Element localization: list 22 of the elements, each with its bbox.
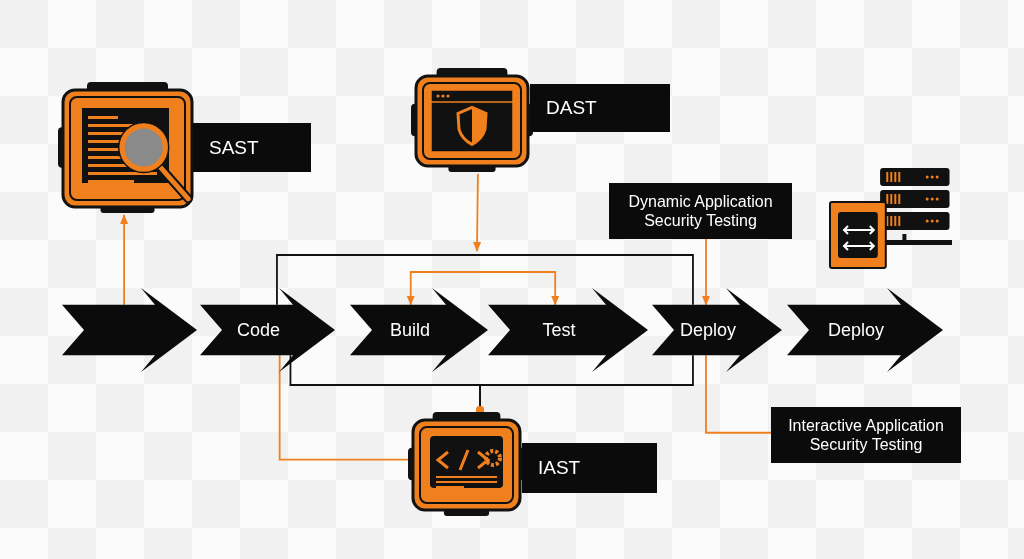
label-panel [771,407,961,463]
stage-label: Deploy [828,319,884,341]
connector-line [406,271,560,306]
connector-line [476,354,694,415]
stage-label: Build [390,319,430,341]
label-panel [522,443,657,493]
stage-label: Deploy [680,319,736,341]
connector-line [473,173,482,252]
connector-line [120,214,129,306]
tool-name: DAST [545,97,597,119]
tool-name: IAST [537,457,581,479]
connector-line [702,238,710,306]
stage-label: Test [542,319,576,341]
label-panel [609,183,792,239]
connector-line [705,354,772,434]
stage-label: Code [237,319,280,341]
label-panel [193,123,311,172]
tool-description: Dynamic Application Security Testing [627,192,774,230]
label-panel [530,84,670,132]
tool-name: SAST [208,136,259,159]
connector-line [276,254,694,306]
tool-description: Interactive Application Security Testing [787,416,945,454]
